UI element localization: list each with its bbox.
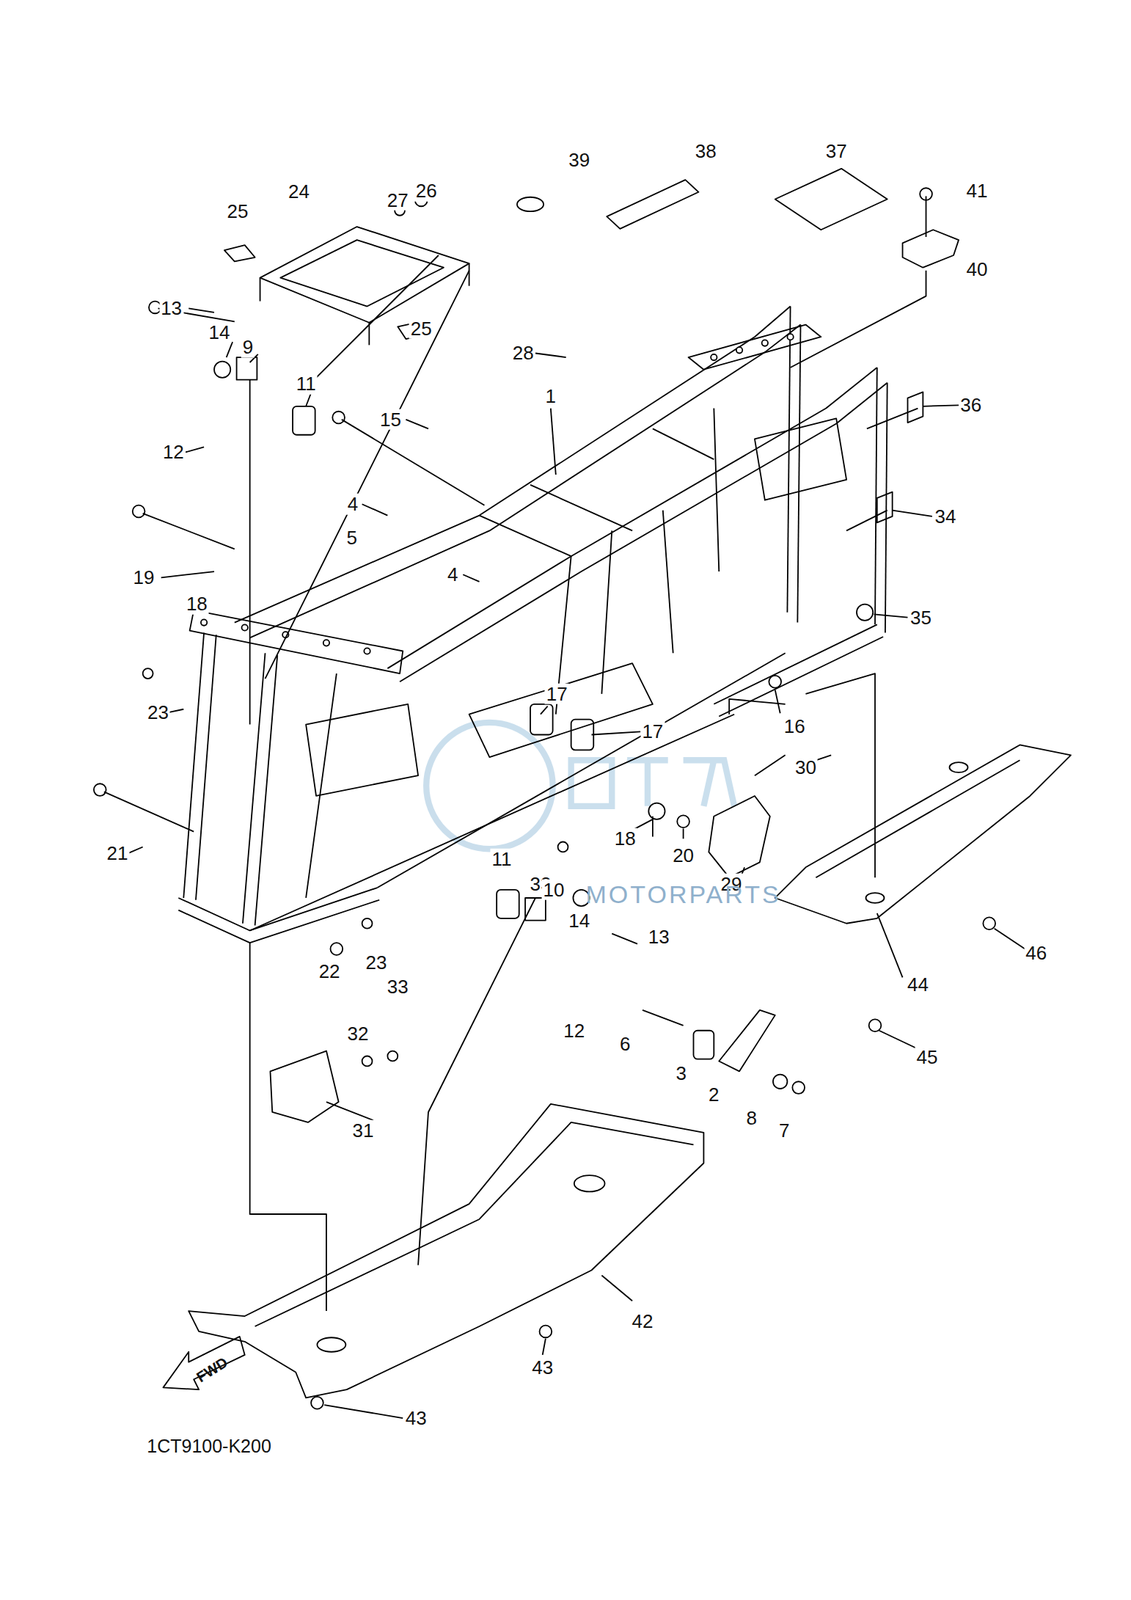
callout-number: 40 [965, 258, 990, 281]
callout-number: 17 [640, 720, 665, 743]
callout-number: 19 [132, 566, 157, 589]
callout-number: 26 [414, 180, 439, 202]
callout-number: 16 [782, 715, 807, 738]
callout-number: 25 [409, 318, 434, 340]
callout-number: 20 [671, 844, 696, 866]
callout-number: 8 [745, 1107, 759, 1129]
callout-number: 32 [346, 1023, 371, 1045]
callout-number: 31 [351, 1119, 376, 1142]
callout-number: 24 [286, 181, 311, 203]
callout-number: 23 [364, 951, 389, 973]
callout-number: 30 [793, 756, 818, 779]
callout-number: 12 [561, 1020, 587, 1042]
callout-number: 36 [958, 394, 983, 416]
diagram-code: 1CT9100-K200 [145, 1436, 273, 1458]
callout-number: 25 [225, 200, 251, 223]
callout-number: 7 [777, 1119, 791, 1142]
callout-number: 18 [184, 593, 210, 615]
callout-number: 41 [965, 180, 990, 202]
callout-number: 45 [914, 1046, 939, 1068]
callout-number: 42 [630, 1310, 655, 1332]
callout-number: 43 [404, 1407, 429, 1429]
callout-number: 46 [1023, 942, 1049, 964]
callout-number: 14 [206, 321, 232, 344]
callout-number: 9 [241, 336, 255, 358]
callout-number: 15 [378, 408, 403, 430]
callout-number: 11 [294, 373, 318, 395]
callout-number: 14 [566, 909, 592, 931]
callout-number: 13 [646, 926, 672, 948]
callout-number: 1 [544, 385, 558, 407]
callout-number: 4 [346, 493, 360, 515]
callout-number: 2 [707, 1084, 721, 1106]
callout-number: 3 [674, 1062, 688, 1085]
callout-number: 21 [104, 842, 130, 865]
callout-number: 28 [511, 342, 536, 364]
callout-number: 13 [159, 297, 184, 320]
callout-number: 18 [613, 828, 638, 850]
callout-number: 43 [530, 1356, 555, 1379]
callout-number: 44 [905, 974, 931, 996]
callout-number: 35 [908, 606, 933, 628]
callout-number: 22 [317, 960, 342, 983]
watermark: MOTORPARTS [584, 880, 783, 909]
callout-number: 33 [385, 976, 411, 998]
callout-number: 39 [566, 149, 592, 171]
callout-number: 10 [542, 879, 567, 901]
callout-number: 38 [693, 140, 719, 163]
callout-number: 4 [445, 564, 460, 586]
callout-number: 5 [344, 527, 358, 549]
callout-number: 17 [544, 683, 570, 705]
callout-number: 11 [490, 848, 514, 870]
callout-number: 34 [932, 506, 958, 528]
callout-number: 6 [618, 1033, 632, 1055]
callout-number: 27 [385, 189, 411, 211]
callout-number: 37 [824, 140, 849, 163]
callout-number: 12 [161, 441, 186, 463]
callout-number: 23 [145, 701, 171, 724]
